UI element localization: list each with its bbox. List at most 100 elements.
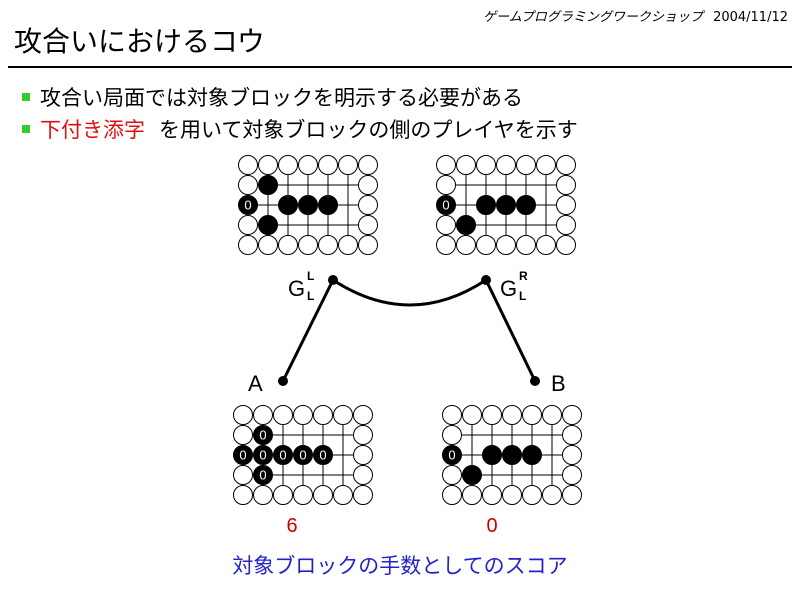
white-stone xyxy=(556,235,576,255)
label-gr-base: G xyxy=(500,276,517,301)
white-stone xyxy=(338,155,358,175)
board-bottom-right: 0 xyxy=(442,405,582,505)
black-stone xyxy=(293,445,313,465)
stone-label: 0 xyxy=(319,448,326,463)
white-stone xyxy=(238,175,258,195)
figure-caption: 対象ブロックの手数としてのスコア xyxy=(232,554,568,578)
score-left: 6 xyxy=(286,515,297,537)
node-b xyxy=(530,376,540,386)
bullet-1-text: 攻合い局面では対象ブロックを明示する必要がある xyxy=(40,86,523,110)
black-stone xyxy=(238,195,258,215)
white-stone xyxy=(358,155,378,175)
white-stone xyxy=(298,155,318,175)
white-stone xyxy=(358,235,378,255)
node-a xyxy=(278,376,288,386)
white-stone xyxy=(536,235,556,255)
page-title: 攻合いにおけるコウ xyxy=(14,25,265,58)
white-stone xyxy=(562,485,582,505)
black-stone xyxy=(273,445,293,465)
white-stone xyxy=(542,485,562,505)
board-top-right: 0 xyxy=(436,155,576,255)
black-stone xyxy=(522,445,542,465)
white-stone xyxy=(456,235,476,255)
black-stone xyxy=(476,195,496,215)
board-top-left: 0 xyxy=(238,155,378,255)
white-stone xyxy=(258,155,278,175)
white-stone xyxy=(496,155,516,175)
white-stone xyxy=(318,235,338,255)
white-stone xyxy=(562,405,582,425)
white-stone xyxy=(556,215,576,235)
white-stone xyxy=(562,445,582,465)
stone-label: 0 xyxy=(279,448,286,463)
white-stone xyxy=(436,155,456,175)
white-stone xyxy=(238,155,258,175)
white-stone xyxy=(442,425,462,445)
black-stone xyxy=(233,445,253,465)
white-stone xyxy=(293,405,313,425)
white-stone xyxy=(273,485,293,505)
white-stone xyxy=(556,155,576,175)
white-stone xyxy=(496,235,516,255)
black-stone xyxy=(313,445,333,465)
bullet-marker-icon xyxy=(22,93,30,101)
bullet-2-highlight: 下付き添字 xyxy=(40,118,145,142)
white-stone xyxy=(476,155,496,175)
score-right: 0 xyxy=(486,515,497,537)
white-stone xyxy=(233,465,253,485)
white-stone xyxy=(436,235,456,255)
title-divider xyxy=(8,66,792,68)
black-stone xyxy=(462,465,482,485)
white-stone xyxy=(313,405,333,425)
black-stone xyxy=(318,195,338,215)
bullet-2: 下付き添字 を用いて対象ブロックの側のプレイヤを示す xyxy=(22,114,578,144)
white-stone xyxy=(482,485,502,505)
black-stone xyxy=(298,195,318,215)
white-stone xyxy=(253,405,273,425)
edge-gl-a xyxy=(281,279,335,382)
white-stone xyxy=(273,405,293,425)
white-stone xyxy=(318,155,338,175)
edge-gl-gr xyxy=(332,278,487,307)
label-gr-sup: R xyxy=(519,269,528,283)
stone-label: 0 xyxy=(244,198,251,213)
white-stone xyxy=(542,405,562,425)
label-gr-sub: L xyxy=(519,289,526,303)
label-a: A xyxy=(248,371,263,396)
white-stone xyxy=(442,485,462,505)
white-stone xyxy=(358,195,378,215)
stone-label: 0 xyxy=(448,448,455,463)
header-note: ゲームプログラミングワークショップ 2004/11/12 xyxy=(483,6,788,25)
white-stone xyxy=(333,485,353,505)
white-stone xyxy=(313,485,333,505)
white-stone xyxy=(353,465,373,485)
white-stone xyxy=(536,155,556,175)
bullet-2-text: を用いて対象ブロックの側のプレイヤを示す xyxy=(159,118,578,142)
black-stone xyxy=(258,215,278,235)
stone-label: 0 xyxy=(239,448,246,463)
white-stone xyxy=(522,485,542,505)
white-stone xyxy=(516,155,536,175)
label-gl-base: G xyxy=(288,276,305,301)
stone-label: 0 xyxy=(442,198,449,213)
white-stone xyxy=(462,485,482,505)
black-stone xyxy=(496,195,516,215)
edge-gr-b xyxy=(484,279,537,382)
white-stone xyxy=(278,155,298,175)
white-stone xyxy=(522,405,542,425)
white-stone xyxy=(456,155,476,175)
white-stone xyxy=(293,485,313,505)
black-stone xyxy=(436,195,456,215)
black-stone xyxy=(258,175,278,195)
white-stone xyxy=(516,235,536,255)
white-stone xyxy=(238,235,258,255)
white-stone xyxy=(333,405,353,425)
stone-label: 0 xyxy=(259,468,266,483)
black-stone xyxy=(278,195,298,215)
stone-label: 0 xyxy=(259,428,266,443)
white-stone xyxy=(258,235,278,255)
white-stone xyxy=(436,175,456,195)
black-stone xyxy=(253,445,273,465)
white-stone xyxy=(358,215,378,235)
